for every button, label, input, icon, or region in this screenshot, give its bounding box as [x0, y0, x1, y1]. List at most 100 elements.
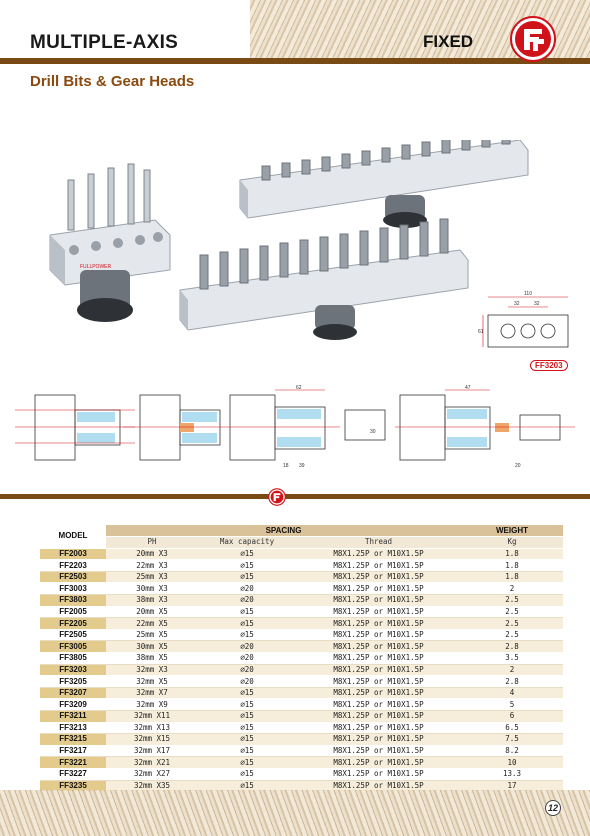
cell-thread: M8X1.25P or M10X1.5P [296, 582, 461, 596]
section-divider [0, 494, 590, 499]
col-kg: Kg [461, 536, 563, 549]
cell-weight: 10 [461, 756, 563, 769]
col-spacing: SPACING [106, 525, 461, 538]
cell-thread: M8X1.25P or M10X1.5P [296, 664, 461, 677]
cell-thread: M8X1.25P or M10X1.5P [296, 687, 461, 700]
cell-weight: 8.2 [461, 745, 563, 758]
cell-capacity: ∅15 [198, 745, 296, 758]
cell-thread: M8X1.25P or M10X1.5P [296, 629, 461, 642]
cell-capacity: ∅20 [198, 594, 296, 607]
cell-capacity: ∅15 [198, 687, 296, 700]
cell-thread: M8X1.25P or M10X1.5P [296, 675, 461, 688]
dim-pitch-a: 32 [514, 301, 520, 307]
cell-ph: 25mm X5 [106, 629, 198, 642]
dim-20: 20 [515, 463, 521, 469]
cell-weight: 2 [461, 664, 563, 677]
table-header-row: MODEL SPACING WEIGHT [40, 525, 563, 549]
cell-weight: 13.3 [461, 768, 563, 781]
cell-ph: 22mm X3 [106, 559, 198, 572]
cell-thread: M8X1.25P or M10X1.5P [296, 710, 461, 723]
dim-30: 30 [370, 429, 376, 435]
ff3203-drawing: 110 32 32 61 [478, 291, 569, 348]
cell-ph: 32mm X11 [106, 710, 198, 723]
ff3203-label: FF3203 [530, 360, 568, 371]
cell-ph: 32mm X9 [106, 698, 198, 711]
cell-ph: 32mm X17 [106, 745, 198, 758]
cell-capacity: ∅15 [198, 698, 296, 711]
cell-weight: 2.8 [461, 675, 563, 688]
cell-weight: 2.5 [461, 606, 563, 619]
cell-ph: 30mm X3 [106, 582, 198, 596]
cell-weight: 2 [461, 582, 563, 596]
cell-capacity: ∅15 [198, 606, 296, 619]
cell-model: FF3217 [40, 745, 106, 758]
spec-table: MODEL SPACING WEIGHT PH Max capacity Thr… [40, 525, 563, 793]
cell-model: FF3227 [40, 768, 106, 781]
cell-ph: 32mm X21 [106, 756, 198, 769]
cell-model: FF3805 [40, 652, 106, 665]
cell-weight: 1.8 [461, 559, 563, 572]
cell-ph: 32mm X5 [106, 675, 198, 688]
page-subtitle: Drill Bits & Gear Heads [30, 73, 195, 90]
dim-62: 62 [296, 385, 302, 391]
cell-model: FF3203 [40, 664, 106, 677]
long-gear-head-bottom [179, 218, 469, 340]
cell-weight: 2.5 [461, 617, 563, 630]
cell-ph: 32mm X13 [106, 722, 198, 735]
cell-model: FF3205 [40, 675, 106, 688]
cell-model: FF3207 [40, 687, 106, 700]
cell-capacity: ∅15 [198, 768, 296, 781]
page-title: MULTIPLE-AXIS [30, 32, 179, 53]
cell-weight: 2.5 [461, 594, 563, 607]
cell-thread: M8X1.25P or M10X1.5P [296, 606, 461, 619]
cell-capacity: ∅15 [198, 710, 296, 723]
dim-18: 18 [283, 463, 289, 469]
cell-capacity: ∅20 [198, 652, 296, 665]
dim-overall: 110 [524, 291, 532, 297]
cell-thread: M8X1.25P or M10X1.5P [296, 745, 461, 758]
product-brand-text: FULLPOWER [80, 264, 112, 270]
cell-model: FF2505 [40, 629, 106, 642]
cell-model: FF2205 [40, 617, 106, 630]
cell-thread: M8X1.25P or M10X1.5P [296, 640, 461, 654]
dim-height: 61 [478, 329, 484, 335]
cell-capacity: ∅15 [198, 756, 296, 769]
cell-thread: M8X1.25P or M10X1.5P [296, 594, 461, 607]
cell-ph: 38mm X5 [106, 652, 198, 665]
cell-thread: M8X1.25P or M10X1.5P [296, 722, 461, 735]
cell-model: FF2003 [40, 548, 106, 561]
technical-drawings: 62 47 39 30 20 18 [15, 385, 575, 469]
cell-model: FF2503 [40, 571, 106, 584]
cell-weight: 1.8 [461, 548, 563, 561]
table-subheader-row: PH Max capacity Thread Kg [40, 536, 563, 549]
cell-thread: M8X1.25P or M10X1.5P [296, 698, 461, 711]
long-gear-head-top [239, 140, 529, 228]
cell-capacity: ∅15 [198, 733, 296, 746]
cell-thread: M8X1.25P or M10X1.5P [296, 756, 461, 769]
cell-thread: M8X1.25P or M10X1.5P [296, 768, 461, 781]
small-gear-head: FULLPOWER [49, 163, 171, 322]
cell-thread: M8X1.25P or M10X1.5P [296, 652, 461, 665]
cell-model: FF3213 [40, 722, 106, 735]
cell-model: FF2203 [40, 559, 106, 572]
cell-capacity: ∅15 [198, 548, 296, 561]
cell-model: FF3211 [40, 710, 106, 723]
col-capacity: Max capacity [198, 536, 296, 549]
cell-capacity: ∅15 [198, 571, 296, 584]
cell-weight: 1.8 [461, 571, 563, 584]
